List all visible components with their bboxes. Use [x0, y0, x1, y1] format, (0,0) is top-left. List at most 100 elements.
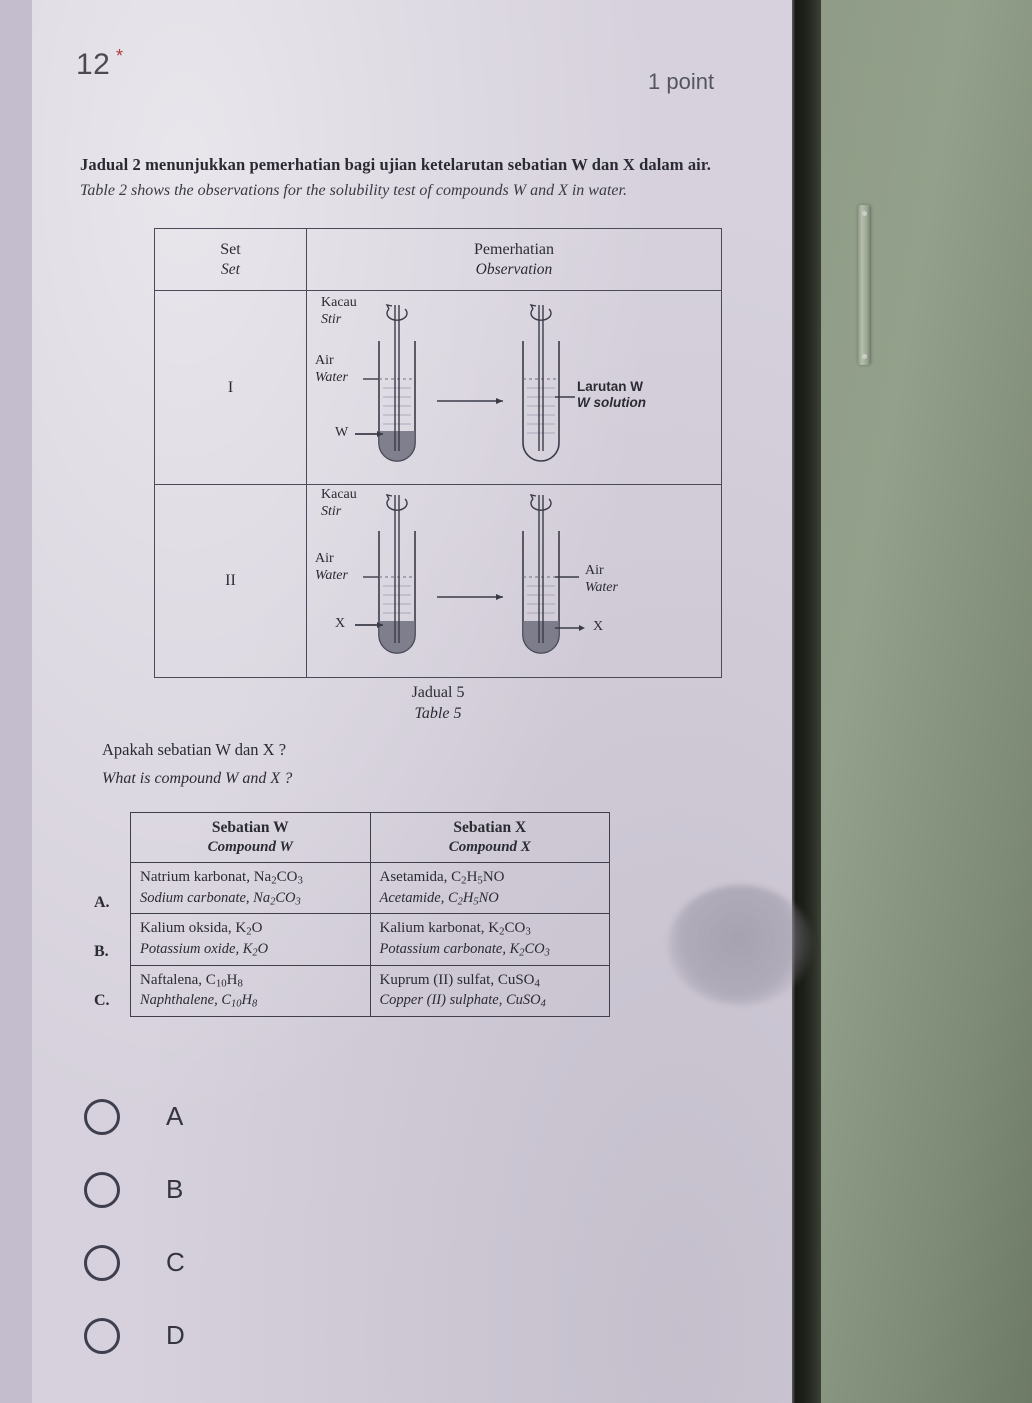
- option-c-x-english: Copper (II) sulphate, CuSO4: [379, 992, 546, 1011]
- option-b-w-english: Potassium oxide, K2O: [140, 940, 269, 959]
- option-a-w-english: Sodium carbonate, Na2CO3: [140, 889, 301, 908]
- door-handle: [858, 205, 871, 365]
- observation-row-2: II: [155, 485, 721, 677]
- label-water-1-malay: Air: [315, 353, 334, 368]
- answer-table-header-row: Sebatian W Compound W Sebatian X Compoun…: [130, 811, 611, 864]
- label-water-right: Air Water: [585, 563, 618, 597]
- choice-b[interactable]: B: [84, 1153, 185, 1226]
- answer-header-x-english: Compound X: [448, 838, 531, 855]
- table-row: Natrium karbonat, Na2CO3 Sodium carbonat…: [130, 862, 611, 915]
- required-asterisk-icon: *: [116, 46, 124, 66]
- option-b-x-malay: Kalium karbonat, K2CO3: [379, 920, 531, 939]
- label-solid-w-text: W: [335, 425, 349, 440]
- choice-a-label: A: [166, 1101, 184, 1131]
- stem-malay: Jadual 2 menunjukkan pemerhatian bagi uj…: [80, 155, 711, 174]
- table-caption: Jadual 5 Table 5: [154, 683, 722, 725]
- label-solid-x-left: X: [335, 616, 345, 633]
- caption-english: Table 5: [414, 704, 462, 722]
- caption-malay: Jadual 5: [411, 684, 465, 701]
- header-cell-observation: Pemerhatian Observation: [307, 229, 721, 290]
- answer-header-x-malay: Sebatian X: [453, 819, 527, 836]
- option-c-compound-w: Naftalena, C10H8 Naphthalene, C10H8: [130, 964, 371, 1018]
- answer-header-compound-w: Sebatian W Compound W: [130, 811, 371, 864]
- choice-d[interactable]: D: [84, 1299, 185, 1372]
- label-water-right-malay: Air: [585, 563, 604, 578]
- label-w-solution-malay: Larutan W: [577, 379, 643, 394]
- observation-diagram-2: Kacau Stir Air Water X Air: [307, 485, 721, 677]
- header-cell-set: Set Set: [155, 229, 307, 290]
- set-label-1: I: [155, 291, 307, 484]
- choice-c[interactable]: C: [84, 1226, 185, 1299]
- left-screen-margin: [0, 0, 32, 1403]
- choice-a[interactable]: A: [84, 1080, 185, 1153]
- question-number: 12: [76, 48, 111, 81]
- label-stir-2: Kacau Stir: [321, 487, 357, 521]
- label-water-2-malay: Air: [315, 551, 334, 566]
- header-set-malay: Set: [220, 240, 241, 258]
- quiz-screen: 12 * 1 point Jadual 2 menunjukkan pemerh…: [32, 0, 813, 1403]
- answer-header-w-english: Compound W: [207, 838, 293, 855]
- option-c-compound-x: Kuprum (II) sulfat, CuSO4 Copper (II) su…: [369, 964, 611, 1018]
- label-solid-x-left-text: X: [335, 616, 346, 631]
- question-content: 12 * 1 point Jadual 2 menunjukkan pemerh…: [32, 0, 792, 1403]
- option-b-compound-x: Kalium karbonat, K2CO3 Potassium carbona…: [369, 913, 611, 966]
- observation-diagram-1: Kacau Stir Air Water W Laru: [307, 291, 721, 484]
- background-wall: [800, 0, 1032, 1403]
- option-a-w-malay: Natrium karbonat, Na2CO3: [140, 869, 303, 887]
- header-set-english: Set: [221, 260, 240, 278]
- option-c-w-english: Naphthalene, C10H8: [140, 992, 258, 1011]
- point-value: 1 point: [648, 69, 715, 94]
- option-b-compound-w: Kalium oksida, K2O Potassium oxide, K2O: [130, 913, 371, 966]
- answer-header-w-malay: Sebatian W: [211, 819, 289, 836]
- choice-c-label: C: [166, 1247, 185, 1277]
- label-water-2: Air Water: [315, 551, 348, 585]
- screen-bezel: [793, 0, 821, 1403]
- solubility-diagram-set-2: [355, 494, 585, 654]
- header-observation-malay: Pemerhatian: [474, 240, 554, 258]
- stem-english: Table 2 shows the observations for the s…: [80, 182, 627, 199]
- observation-row-1: I: [155, 291, 721, 485]
- option-letter-b: B.: [94, 943, 109, 960]
- label-stir-1-english: Stir: [321, 311, 342, 327]
- label-stir-1: Kacau Stir: [321, 295, 357, 329]
- option-c-x-malay: Kuprum (II) sulfat, CuSO4: [379, 971, 540, 990]
- label-solid-w: W: [335, 425, 348, 442]
- label-stir-2-english: Stir: [321, 503, 342, 519]
- label-w-solution: Larutan W W solution: [577, 379, 646, 411]
- table-row: Naftalena, C10H8 Naphthalene, C10H8 Kupr…: [130, 964, 611, 1018]
- option-a-compound-x: Asetamida, C2H5NO Acetamide, C2H5NO: [369, 862, 611, 915]
- radio-button-a-icon[interactable]: [84, 1098, 120, 1135]
- label-water-1-english: Water: [315, 369, 348, 385]
- option-a-x-english: Acetamide, C2H5NO: [379, 889, 499, 908]
- question-english: What is compound W and X ?: [102, 770, 293, 787]
- label-w-solution-english: W solution: [577, 395, 646, 411]
- answer-header-compound-x: Sebatian X Compound X: [369, 811, 611, 864]
- label-solid-x-right-text: X: [593, 619, 604, 634]
- option-b-w-malay: Kalium oksida, K2O: [140, 920, 263, 939]
- question-stem: Jadual 2 menunjukkan pemerhatian bagi uj…: [80, 155, 780, 200]
- observation-table: Set Set Pemerhatian Observation I: [154, 228, 722, 678]
- option-b-x-english: Potassium carbonate, K2CO3: [379, 940, 550, 959]
- solubility-diagram-set-1: [355, 304, 575, 462]
- radio-button-c-icon[interactable]: [84, 1244, 120, 1281]
- observation-table-header: Set Set Pemerhatian Observation: [155, 229, 721, 291]
- label-water-right-english: Water: [585, 579, 618, 595]
- label-stir-1-malay: Kacau: [321, 295, 357, 310]
- option-letter-a: A.: [94, 894, 110, 911]
- radio-button-d-icon[interactable]: [84, 1317, 120, 1354]
- radio-button-b-icon[interactable]: [84, 1171, 120, 1208]
- option-letter-c: C.: [94, 992, 110, 1009]
- table-row: Kalium oksida, K2O Potassium oxide, K2O …: [130, 913, 611, 966]
- option-c-w-malay: Naftalena, C10H8: [140, 971, 243, 990]
- option-a-x-malay: Asetamida, C2H5NO: [379, 869, 505, 887]
- option-a-compound-w: Natrium karbonat, Na2CO3 Sodium carbonat…: [130, 862, 371, 915]
- answer-choice-list: A B C D: [84, 1080, 185, 1372]
- answer-options-table: Sebatian W Compound W Sebatian X Compoun…: [130, 811, 611, 1018]
- label-water-1: Air Water: [315, 353, 348, 387]
- choice-b-label: B: [166, 1174, 184, 1204]
- choice-d-label: D: [166, 1320, 185, 1350]
- header-observation-english: Observation: [475, 260, 553, 278]
- label-water-2-english: Water: [315, 567, 348, 583]
- label-stir-2-malay: Kacau: [321, 487, 357, 502]
